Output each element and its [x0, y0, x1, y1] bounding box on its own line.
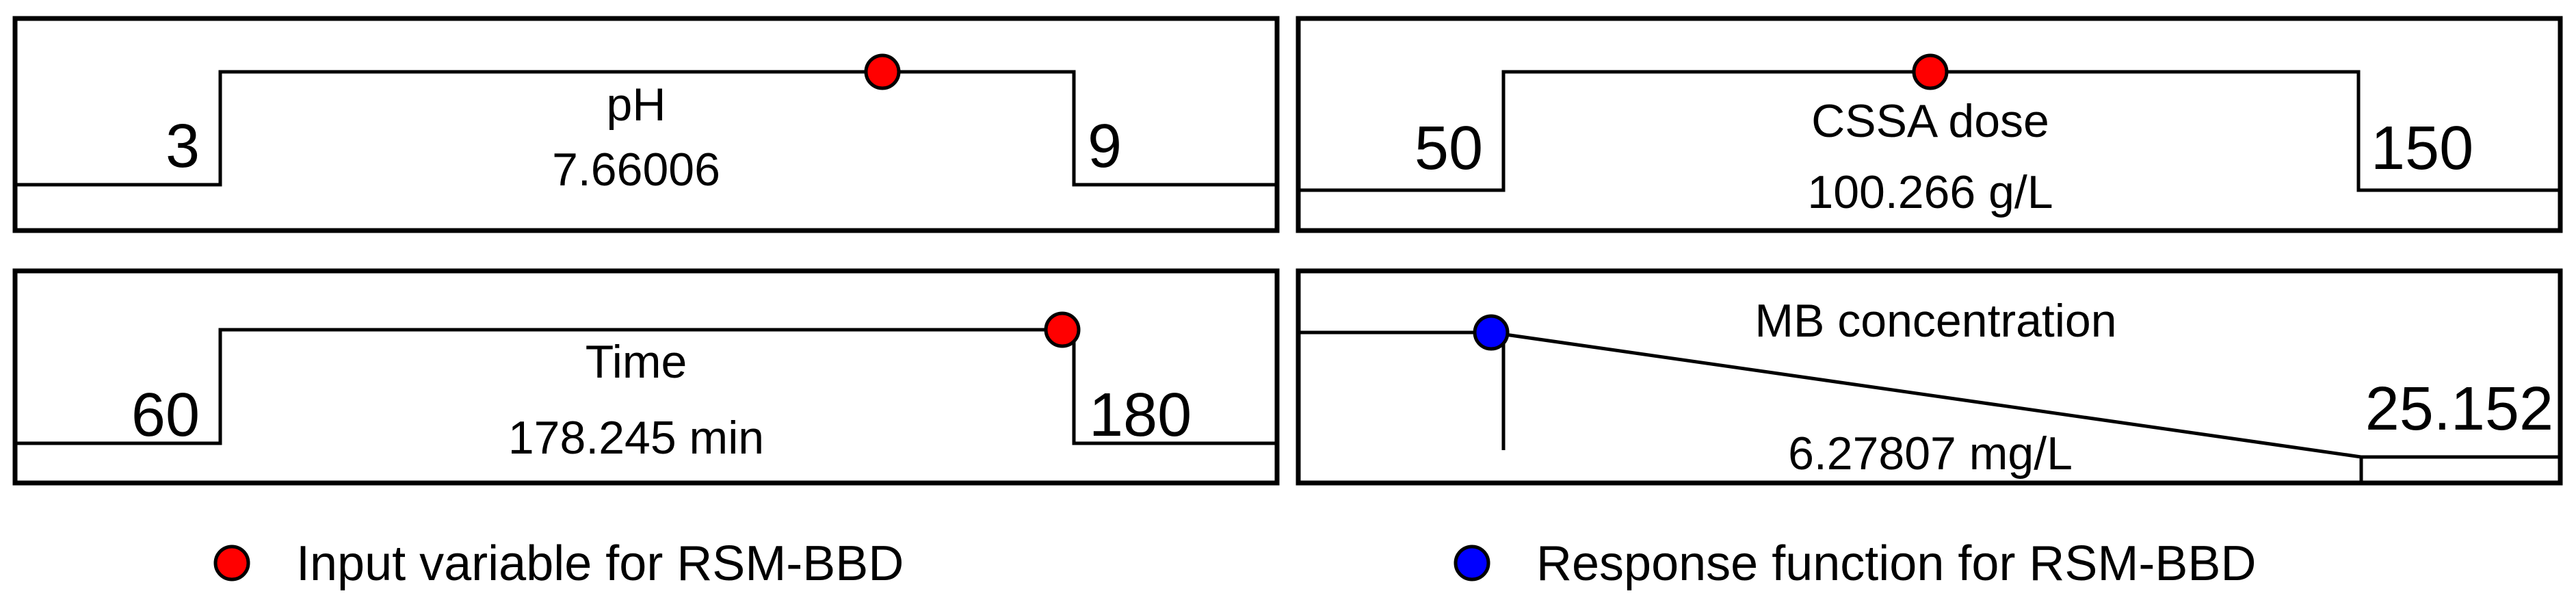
panel-mb-frame	[1296, 268, 2563, 486]
legend-input-marker	[213, 545, 250, 581]
panel-ph-frame	[12, 16, 1280, 233]
panel-ph-high: 9	[1088, 112, 1122, 181]
panel-time-high: 180	[1089, 381, 1192, 449]
legend: Input variable for RSM-BBD Response func…	[213, 536, 2256, 591]
panel-cssa-name: CSSA dose	[1811, 95, 2049, 147]
panel-cssa-value: 100.266 g/L	[1807, 166, 2053, 218]
panel-mb-name: MB concentration	[1754, 295, 2116, 347]
panel-ph: pH 7.66006 3 9	[12, 16, 1280, 233]
panel-ph-name: pH	[607, 79, 666, 131]
legend-response-marker	[1454, 545, 1490, 581]
panel-ph-curve	[15, 70, 1277, 187]
input-marker-ph	[864, 53, 901, 90]
panel-cssa-low: 50	[1415, 114, 1483, 183]
panel-time-frame	[12, 268, 1280, 486]
panel-mb-concentration: MB concentration 6.27807 mg/L 25.152	[1296, 268, 2563, 486]
panel-time: Time 178.245 min 60 180	[12, 268, 1280, 486]
input-marker-time	[1044, 311, 1081, 348]
panel-mb-value: 6.27807 mg/L	[1788, 428, 2073, 480]
legend-input-label: Input variable for RSM-BBD	[296, 536, 904, 591]
panel-time-low: 60	[131, 381, 200, 449]
panel-time-curve	[15, 328, 1277, 445]
panel-time-name: Time	[586, 336, 687, 388]
panel-mb-curve	[1298, 330, 2363, 483]
panel-ph-low: 3	[166, 112, 200, 181]
panel-mb-high: 25.152	[2365, 375, 2553, 443]
response-marker-mb	[1473, 314, 1510, 351]
panel-cssa-high: 150	[2371, 114, 2473, 183]
panel-cssa-dose: CSSA dose 100.266 g/L 50 150	[1296, 16, 2563, 233]
panel-ph-value: 7.66006	[552, 144, 720, 196]
legend-response-label: Response function for RSM-BBD	[1536, 536, 2256, 591]
input-marker-cssa	[1912, 53, 1949, 90]
panel-time-value: 178.245 min	[508, 412, 764, 464]
panel-cssa-frame	[1296, 16, 2563, 233]
